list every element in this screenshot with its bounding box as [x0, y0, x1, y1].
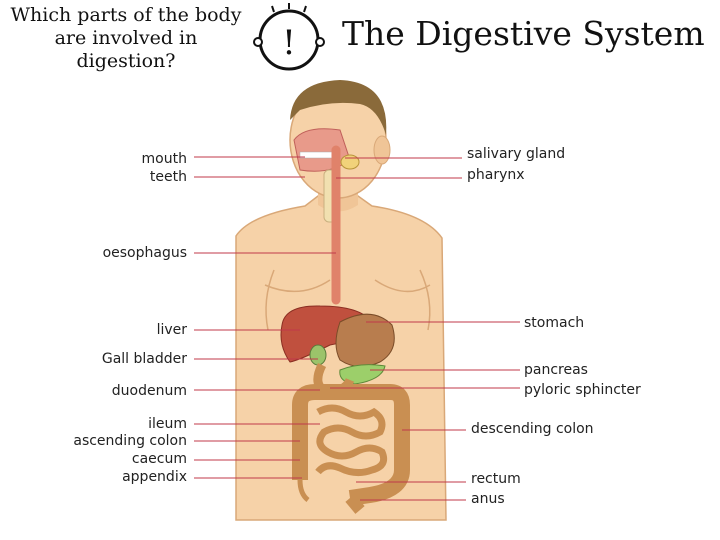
- large-intestine-shape: [292, 384, 410, 506]
- teeth-shape: [299, 151, 337, 159]
- label-pyloric-sphincter: pyloric sphincter: [524, 382, 641, 398]
- label-pharynx: pharynx: [467, 167, 525, 183]
- gall-bladder-shape: [309, 344, 327, 366]
- label-salivary-gland: salivary gland: [467, 146, 566, 162]
- label-ileum: ileum: [148, 416, 187, 432]
- label-gall-bladder: Gall bladder: [101, 351, 187, 367]
- small-intestine-shape: [315, 404, 388, 477]
- stomach-shape: [335, 313, 395, 367]
- label-teeth: teeth: [149, 169, 187, 185]
- label-pancreas: pancreas: [524, 362, 588, 378]
- appendix-shape: [297, 479, 310, 502]
- salivary-gland-shape: [340, 154, 360, 170]
- label-appendix: appendix: [122, 469, 187, 485]
- label-anus: anus: [471, 491, 505, 507]
- label-mouth: mouth: [141, 151, 187, 167]
- question-heading: Which parts of the body are involved in …: [6, 4, 246, 73]
- page-title: The Digestive System: [342, 14, 705, 53]
- label-descending-colon: descending colon: [471, 421, 594, 437]
- exclamation-mark: !: [282, 23, 296, 63]
- label-caecum: caecum: [131, 451, 187, 467]
- label-stomach: stomach: [524, 315, 585, 331]
- hair: [290, 80, 387, 135]
- label-oesophagus: oesophagus: [102, 245, 187, 261]
- leader-lines: [194, 156, 520, 501]
- label-liver: liver: [156, 322, 187, 338]
- question-line-1: Which parts of the body: [10, 4, 242, 26]
- rectum-shape: [345, 494, 365, 514]
- label-duodenum: duodenum: [111, 383, 187, 399]
- thinking-face-icon: !: [253, 3, 325, 71]
- question-line-2: are involved in digestion?: [54, 27, 198, 72]
- label-ascending-colon: ascending colon: [73, 433, 187, 449]
- label-rectum: rectum: [471, 471, 521, 487]
